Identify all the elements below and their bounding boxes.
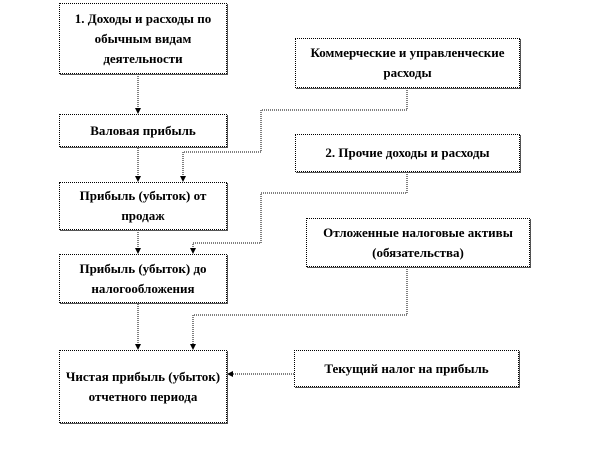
box-other-income: 2. Прочие доходы и расходы [295, 134, 520, 172]
box-net-profit: Чистая прибыль (убыток) отчетного период… [59, 350, 227, 423]
box-pretax-profit: Прибыль (убыток) до налогообложения [59, 254, 227, 303]
arrow-deferred-to-net [190, 267, 408, 350]
box-current-tax: Текущий налог на прибыль [294, 350, 519, 387]
box-gross-profit: Валовая прибыль [59, 114, 227, 147]
box-ordinary-activities: 1. Доходы и расходы по обычным видам дея… [59, 3, 227, 74]
arrow-commercial-to-sales [180, 88, 408, 182]
box-commercial-expenses: Коммерческие и управленческие расходы [295, 38, 520, 88]
box-sales-profit: Прибыль (убыток) от продаж [59, 182, 227, 230]
arrow-other-to-pretax [190, 172, 408, 254]
box-deferred-tax: Отложенные налоговые активы (обязательст… [306, 218, 530, 267]
